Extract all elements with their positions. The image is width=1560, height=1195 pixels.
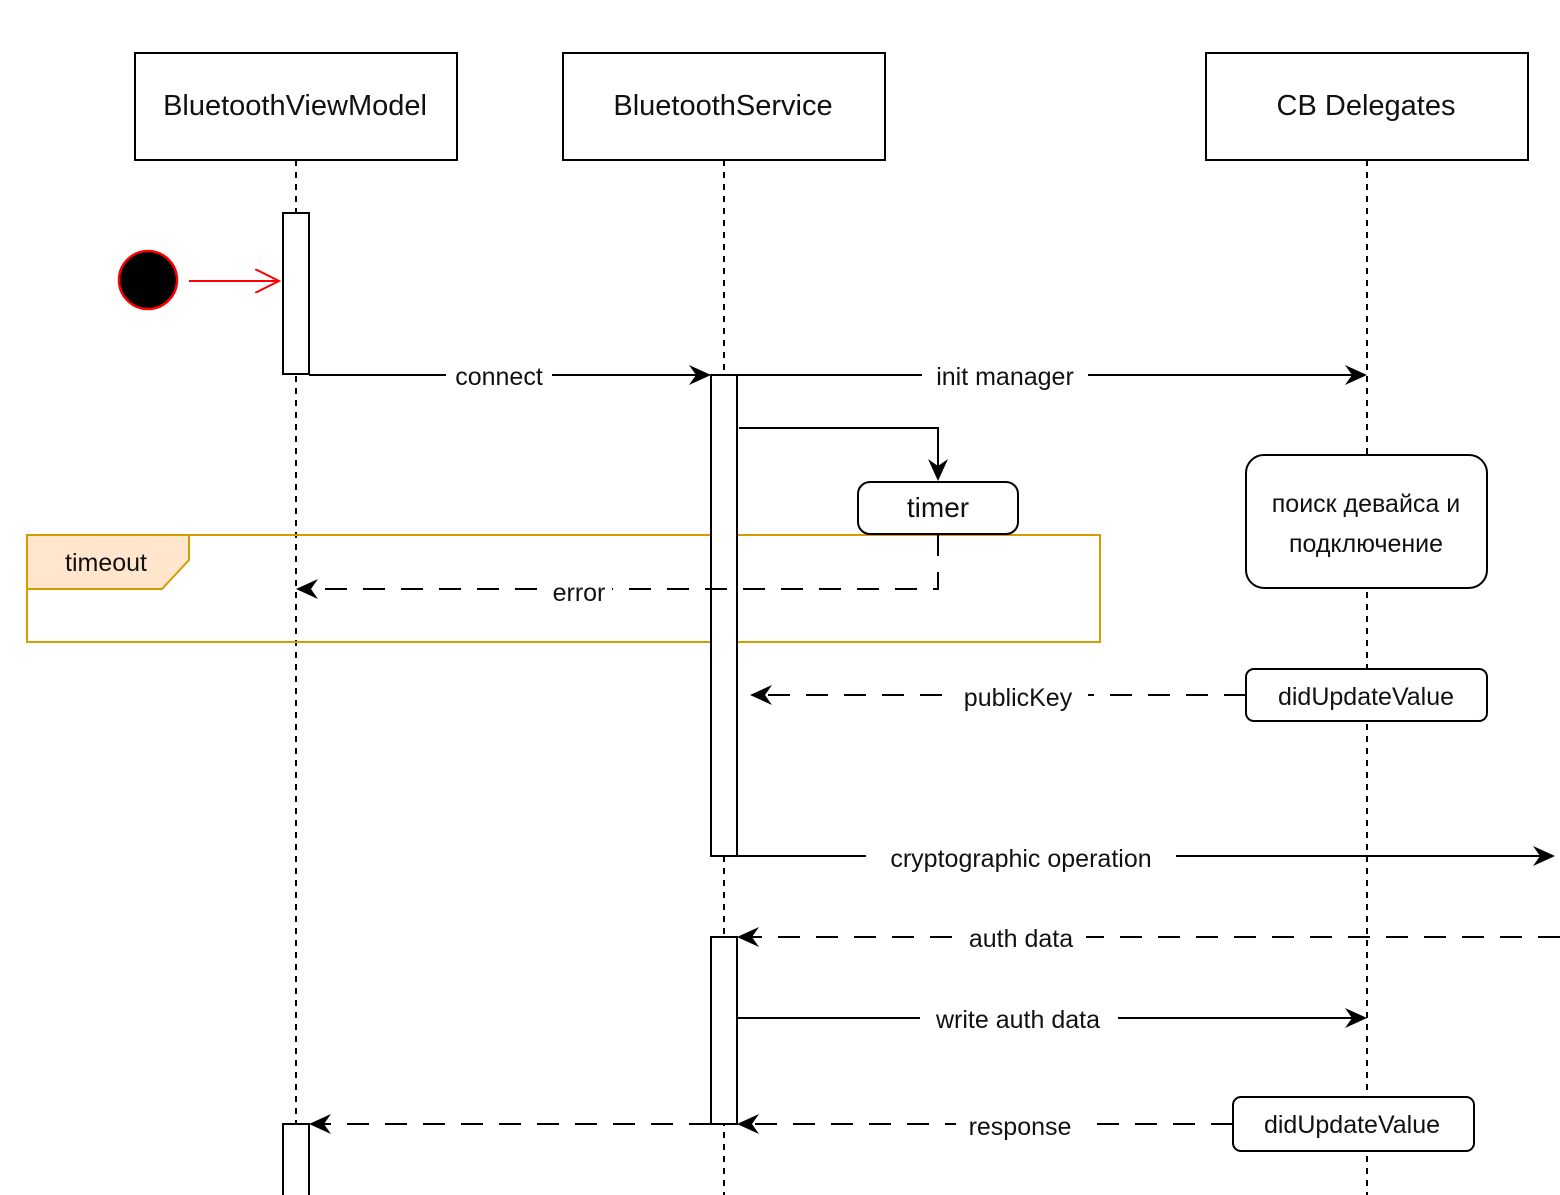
message-public-key: publicKey <box>750 681 1246 712</box>
message-write-auth-data: write auth data <box>737 1005 1367 1034</box>
participant-viewmodel-label: BluetoothViewModel <box>163 90 427 122</box>
message-cryptographic-operation-label: cryptographic operation <box>890 845 1151 873</box>
message-connect: connect <box>309 362 711 391</box>
participant-delegates: CB Delegates <box>1205 52 1529 161</box>
activation-service-1 <box>710 374 738 857</box>
message-response: response <box>737 1111 1233 1141</box>
message-auth-data: auth data <box>737 924 1560 953</box>
activation-service-2 <box>710 936 738 1125</box>
message-init-manager: init manager <box>737 362 1367 391</box>
timeout-fragment-label: timeout <box>65 549 147 577</box>
message-error: error <box>296 534 939 607</box>
search-note-line1: поиск девайса и <box>1272 490 1460 518</box>
message-response-label: response <box>969 1113 1072 1141</box>
participant-service: BluetoothService <box>562 52 886 161</box>
did-update-value-label-2: didUpdateValue <box>1264 1111 1440 1139</box>
message-error-label: error <box>553 579 606 607</box>
timer-note-label: timer <box>907 492 969 523</box>
did-update-value-note-2: didUpdateValue <box>1232 1096 1475 1152</box>
participant-delegates-label: CB Delegates <box>1277 90 1456 122</box>
message-cryptographic-operation: cryptographic operation <box>737 843 1555 873</box>
initial-node <box>117 249 179 311</box>
timeout-fragment: timeout <box>26 534 1101 643</box>
message-start-timer <box>739 427 948 481</box>
activation-viewmodel-1 <box>282 212 310 375</box>
message-write-auth-data-label: write auth data <box>935 1006 1100 1034</box>
did-update-value-note-1: didUpdateValue <box>1245 668 1488 722</box>
message-public-key-label: publicKey <box>964 684 1073 712</box>
message-init-manager-label: init manager <box>936 363 1074 391</box>
participant-service-label: BluetoothService <box>613 90 832 122</box>
timer-note: timer <box>857 481 1019 535</box>
did-update-value-label-1: didUpdateValue <box>1278 683 1454 711</box>
search-note-line2: подключение <box>1289 530 1443 558</box>
message-connect-label: connect <box>455 363 543 391</box>
participant-viewmodel: BluetoothViewModel <box>134 52 458 161</box>
message-auth-data-label: auth data <box>969 925 1073 953</box>
search-note: поиск девайса и подключение <box>1245 454 1488 589</box>
activation-viewmodel-2 <box>282 1123 310 1195</box>
